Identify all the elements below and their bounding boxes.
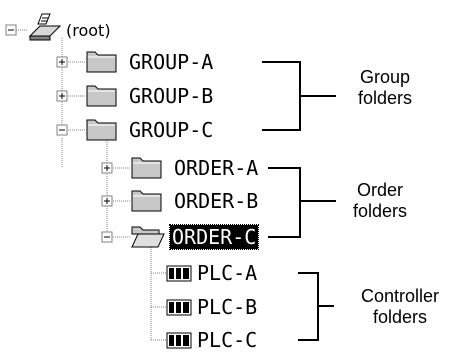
order-caption-line2: folders: [352, 201, 408, 221]
tree-node-group-c[interactable]: GROUP-C: [129, 118, 214, 142]
controller-caption-line1: Controller: [360, 286, 440, 306]
tree-node-group-a[interactable]: GROUP-A: [129, 50, 214, 74]
folder-icon-group-a[interactable]: [86, 51, 117, 73]
controller-caption-line2: folders: [372, 307, 428, 327]
folder-icon-group-b[interactable]: [86, 85, 117, 107]
plc-icon-c[interactable]: [166, 332, 192, 349]
expander-order-c[interactable]: [101, 231, 113, 243]
plc-icon-a[interactable]: [166, 265, 192, 282]
open-folder-icon-order-c[interactable]: [131, 226, 165, 248]
tree-node-order-a[interactable]: ORDER-A: [174, 156, 259, 180]
network-root-icon[interactable]: [28, 13, 62, 41]
tree-node-plc-b[interactable]: PLC-B: [197, 295, 258, 319]
expander-root[interactable]: [5, 24, 17, 36]
plc-icon-b[interactable]: [166, 299, 192, 316]
controller-bracket: [298, 272, 319, 341]
tree-node-order-c[interactable]: ORDER-C: [168, 224, 260, 250]
controller-folders-caption: Controller folders: [340, 286, 460, 328]
order-bracket: [268, 167, 301, 238]
tree-node-plc-c[interactable]: PLC-C: [197, 328, 258, 352]
expander-group-a[interactable]: [56, 56, 68, 68]
group-folders-caption: Group folders: [340, 67, 430, 109]
tree-connectors: [14, 29, 166, 341]
order-caption-line1: Order: [356, 180, 403, 200]
tree-node-order-b[interactable]: ORDER-B: [174, 189, 259, 213]
folder-icon-group-c[interactable]: [86, 119, 117, 141]
group-caption-line2: folders: [357, 88, 413, 108]
order-folders-caption: Order folders: [340, 180, 420, 222]
tree-node-root[interactable]: (root): [66, 21, 111, 40]
tree-node-plc-a[interactable]: PLC-A: [197, 261, 258, 285]
folder-icon-order-b[interactable]: [131, 190, 162, 212]
annotation-brackets: [262, 61, 336, 341]
tree-node-group-b[interactable]: GROUP-B: [129, 84, 214, 108]
expander-group-b[interactable]: [56, 90, 68, 102]
expander-order-b[interactable]: [101, 195, 113, 207]
expander-group-c[interactable]: [56, 124, 68, 136]
folder-icon-order-a[interactable]: [131, 157, 162, 179]
expander-order-a[interactable]: [101, 162, 113, 174]
group-bracket: [262, 61, 301, 131]
group-caption-line1: Group: [359, 67, 411, 87]
